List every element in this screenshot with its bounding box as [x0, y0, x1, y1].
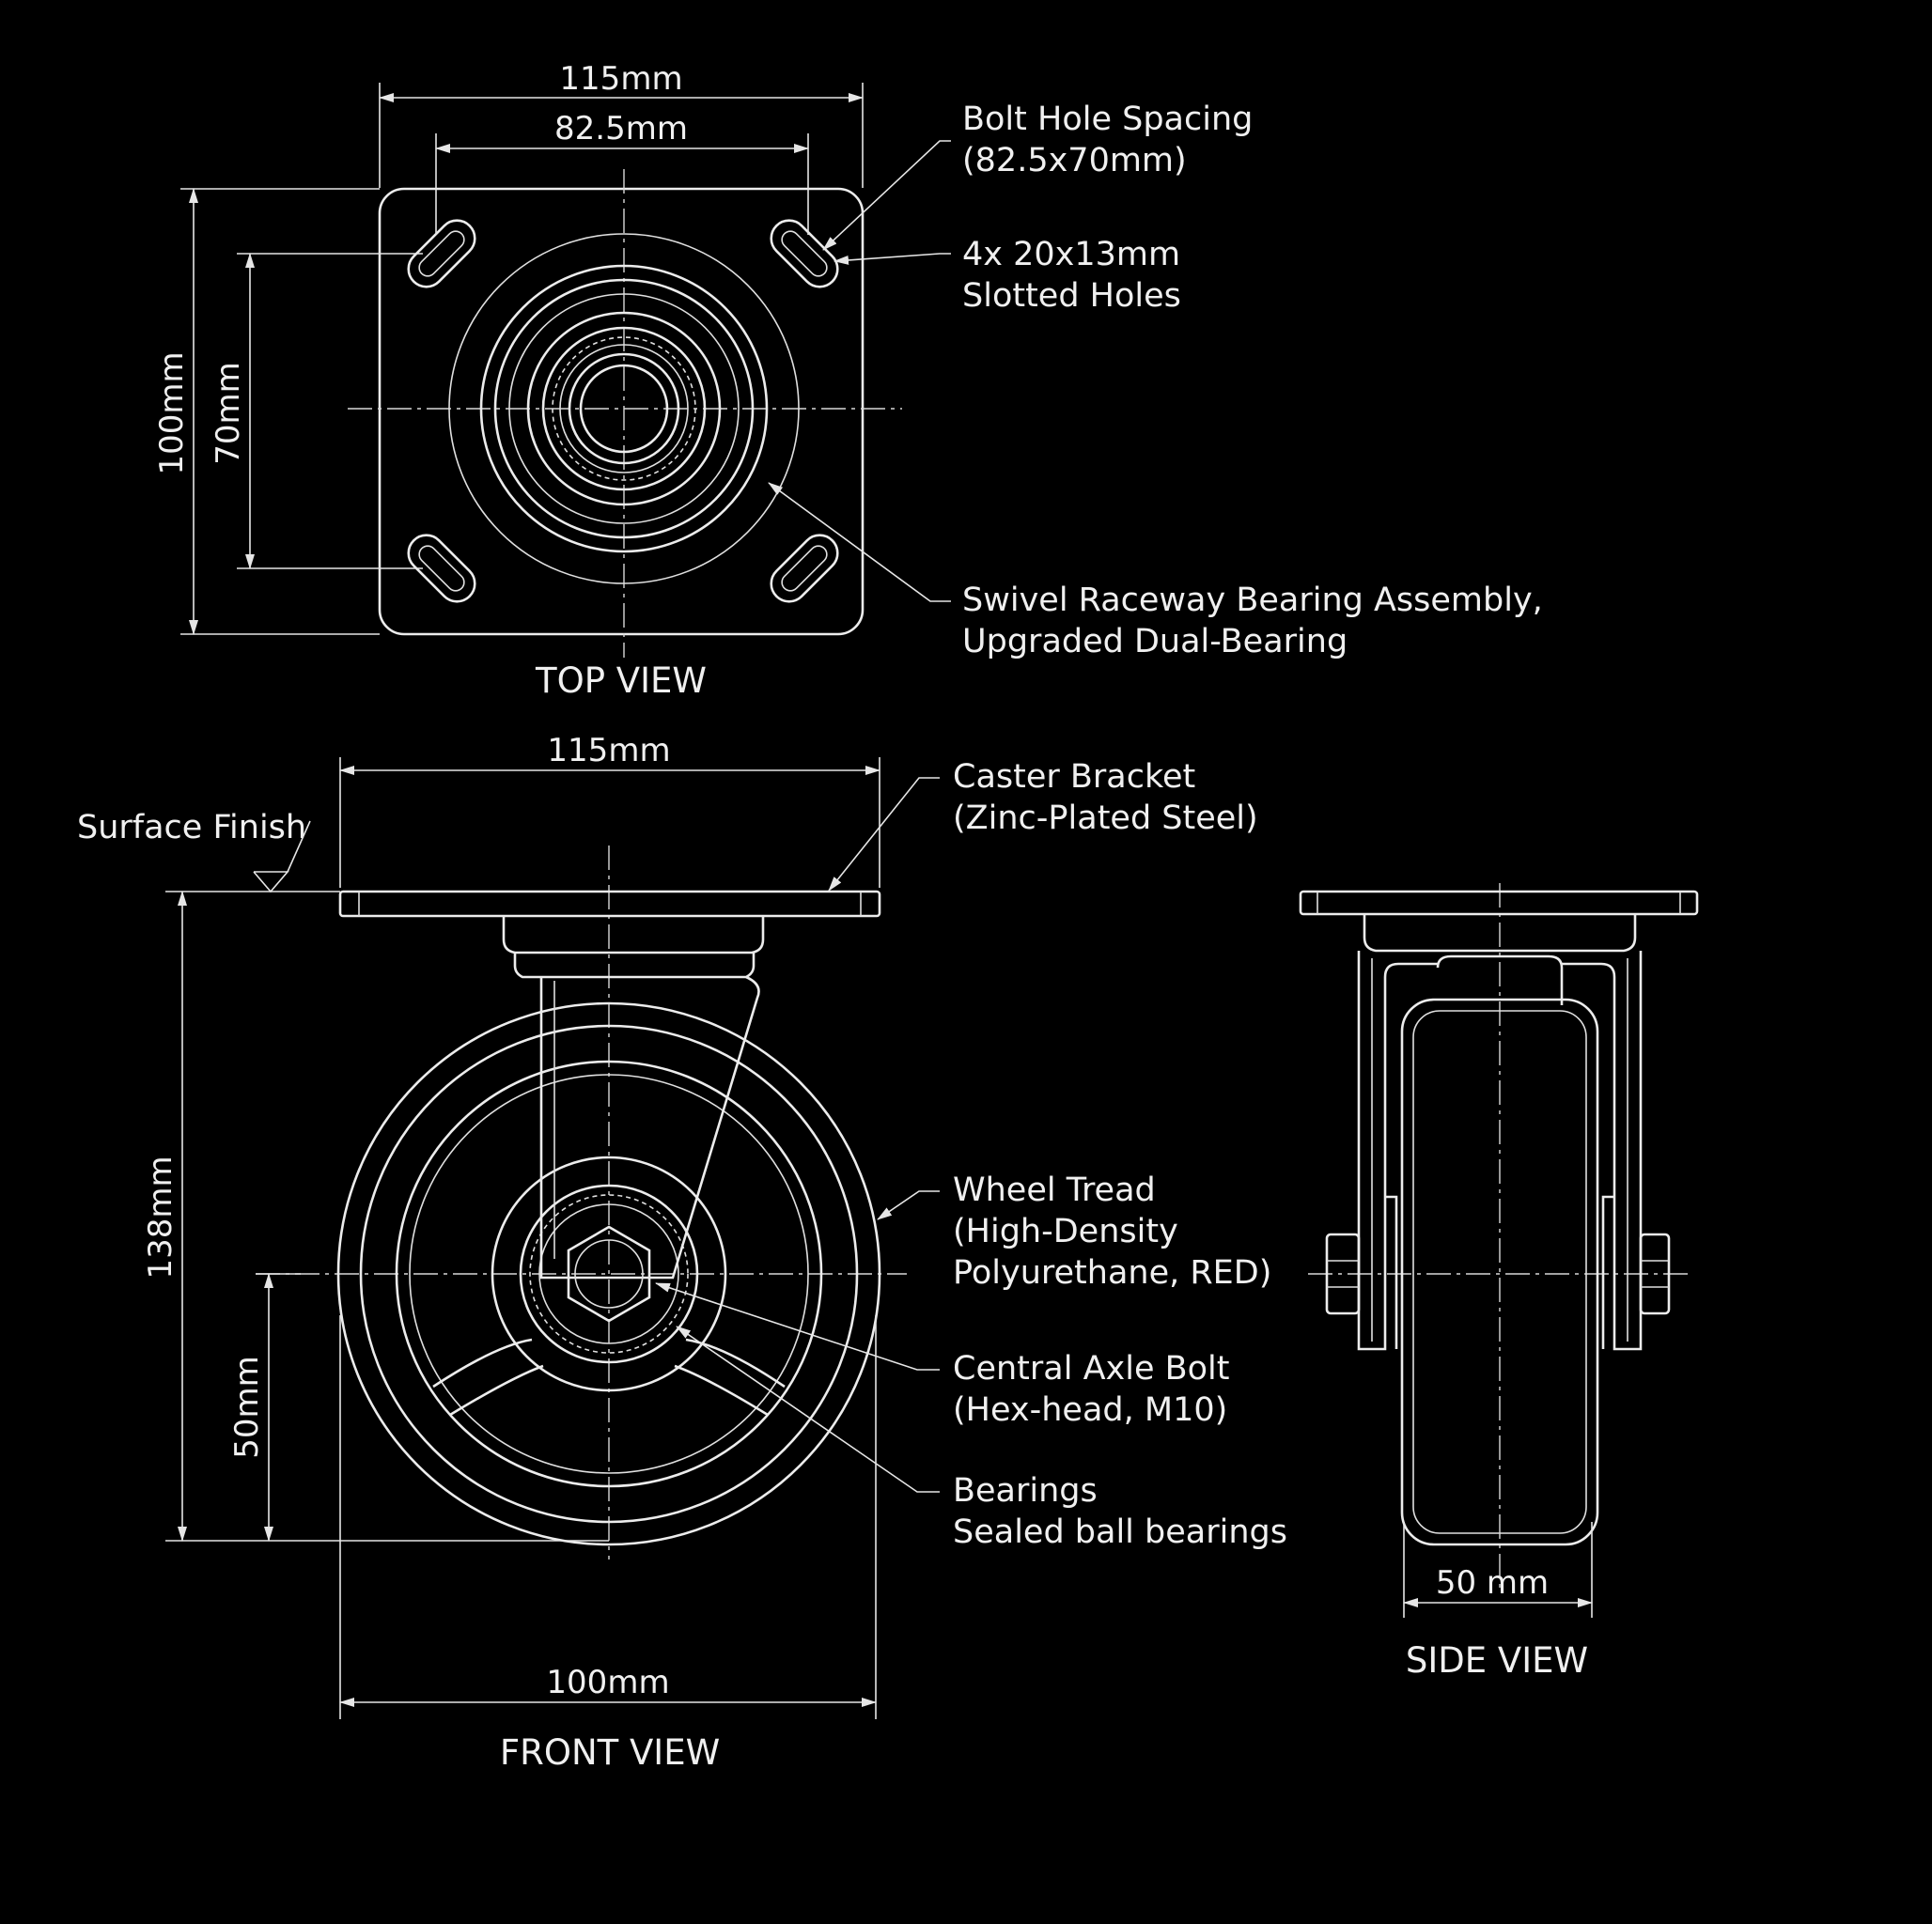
top-view-title: TOP VIEW [535, 660, 707, 701]
side-view: 50 mm SIDE VIEW [1299, 883, 1699, 1681]
callout-slots-line2: Slotted Holes [962, 277, 1181, 315]
callout-axle-line2: (Hex-head, M10) [953, 1391, 1227, 1429]
callout-swivel-line1: Swivel Raceway Bearing Assembly, [962, 582, 1543, 619]
front-dim-wheel-dia: 100mm [546, 1664, 669, 1701]
callout-tread-line2: (High-Density [953, 1213, 1178, 1250]
callout-slots-line1: 4x 20x13mm [962, 236, 1180, 273]
front-dim-plate-width: 115mm [547, 732, 670, 769]
side-dim-wheel-width: 50 mm [1436, 1564, 1549, 1602]
callout-bracket-line1: Caster Bracket [953, 758, 1195, 796]
callout-bearings-line2: Sealed ball bearings [953, 1513, 1287, 1551]
callout-swivel-line2: Upgraded Dual-Bearing [962, 623, 1348, 660]
front-dim-height: 138mm [142, 1156, 179, 1279]
callout-tread-line3: Polyurethane, RED) [953, 1254, 1271, 1292]
swivel-raceway-rings [448, 233, 800, 584]
front-dim-axle: 50mm [228, 1356, 266, 1459]
top-dim-height: 100mm [153, 351, 191, 474]
callout-bolt-spacing-line2: (82.5x70mm) [962, 142, 1187, 179]
side-axle-bolt [1325, 1233, 1671, 1315]
axle-hex-bolt [567, 1225, 651, 1323]
mounting-plate-outline [378, 187, 865, 636]
callout-axle-line1: Central Axle Bolt [953, 1350, 1229, 1388]
wheel [336, 1001, 881, 1546]
top-dim-hole-x: 82.5mm [554, 110, 688, 147]
callout-bearings-line1: Bearings [953, 1472, 1098, 1510]
slotted-holes [407, 219, 839, 603]
top-view: 115mm 82.5mm 100mm 70mm Bolt Hole Spacin… [153, 60, 1543, 701]
side-view-title: SIDE VIEW [1406, 1640, 1588, 1681]
callout-bolt-spacing-line1: Bolt Hole Spacing [962, 101, 1253, 138]
side-wheel [1400, 998, 1599, 1546]
front-view-title: FRONT VIEW [500, 1732, 720, 1773]
side-top-plate [1299, 890, 1699, 916]
front-top-plate [338, 890, 881, 918]
surface-finish-label: Surface Finish [77, 809, 306, 846]
front-view: 115mm Surface Finish 138mm 50mm 100mm Ca… [77, 732, 1287, 1773]
callout-tread-line1: Wheel Tread [953, 1171, 1156, 1209]
callout-bracket-line2: (Zinc-Plated Steel) [953, 799, 1258, 837]
top-dim-hole-y: 70mm [210, 362, 247, 465]
top-dim-width: 115mm [559, 60, 682, 98]
